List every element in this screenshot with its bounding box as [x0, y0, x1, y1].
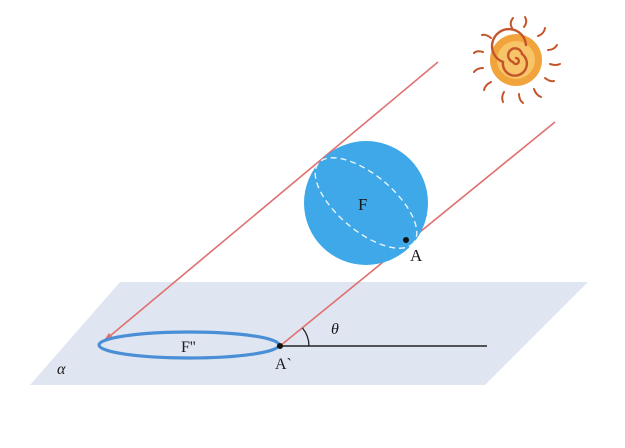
angle-arc: [301, 327, 310, 347]
label-theta: θ: [331, 321, 339, 338]
label-a-prime: A`: [275, 356, 292, 373]
label-f: F: [358, 195, 367, 214]
label-a: A: [410, 246, 423, 265]
sphere-f: [304, 141, 428, 265]
sphere-cross-section: [314, 157, 418, 249]
label-alpha: α: [57, 361, 66, 378]
label-f-shadow: F'': [181, 339, 196, 356]
point-a: [403, 237, 409, 243]
sun-ray-upper: [103, 61, 439, 342]
sun-icon: [473, 16, 561, 104]
point-a-prime: [277, 343, 283, 349]
